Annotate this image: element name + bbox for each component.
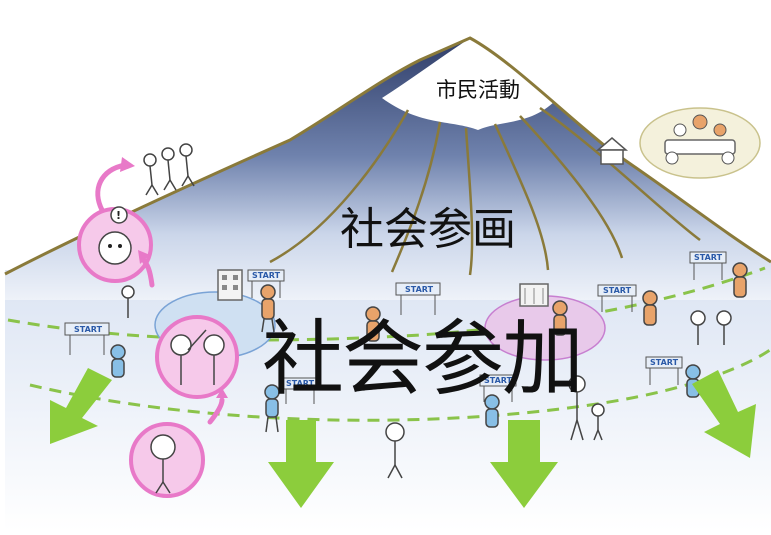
start-sign-label: START bbox=[603, 286, 632, 295]
arrow-head bbox=[138, 250, 150, 264]
mountain-trails bbox=[269, 106, 701, 276]
label-civic-activity: 市民活動 bbox=[436, 78, 520, 102]
label-social-engagement: 社会参画 bbox=[340, 204, 516, 255]
person-icon bbox=[110, 344, 126, 378]
progression-circles: ! bbox=[77, 157, 239, 498]
arrow-head bbox=[216, 388, 228, 398]
person-icon bbox=[143, 153, 159, 196]
mountain-ridge bbox=[4, 36, 771, 276]
start-sign-icon: START START START START START START STAR… bbox=[64, 251, 727, 404]
start-sign-label: START bbox=[74, 325, 103, 334]
arrow-curve-up-icon bbox=[95, 162, 128, 213]
person-icon bbox=[642, 290, 658, 326]
meeting-table-icon bbox=[664, 114, 736, 165]
person-icon bbox=[385, 422, 405, 479]
pink-circle-middle bbox=[155, 315, 239, 399]
arrow-down-icon bbox=[268, 420, 334, 508]
pink-circle-bottom bbox=[129, 422, 205, 498]
start-sign-label: START bbox=[694, 253, 723, 262]
arrow-down-icon bbox=[50, 368, 112, 444]
exclamation-icon: ! bbox=[110, 206, 128, 224]
label-social-participation: 社会参加 bbox=[262, 312, 584, 407]
person-icon bbox=[716, 310, 732, 345]
person-icon bbox=[568, 375, 586, 441]
person-icon bbox=[591, 403, 605, 441]
mountain-snowcap bbox=[382, 38, 556, 130]
person-icon bbox=[161, 147, 177, 191]
start-sign-label: START bbox=[650, 358, 679, 367]
mountain bbox=[5, 38, 771, 300]
arrow-curve-up-icon bbox=[207, 397, 225, 425]
arrow-down-icon bbox=[490, 420, 558, 508]
person-icon bbox=[552, 300, 568, 336]
building-icon bbox=[217, 269, 243, 301]
start-sign-label: START bbox=[252, 271, 281, 280]
person-icon bbox=[121, 285, 135, 318]
start-sign-label: START bbox=[405, 285, 434, 294]
person-icon bbox=[732, 262, 748, 298]
start-sign-label: START bbox=[484, 376, 513, 385]
pink-circle-top: ! bbox=[77, 206, 153, 283]
green-arrows bbox=[50, 368, 756, 508]
arrow-down-icon bbox=[692, 370, 756, 458]
building-icon bbox=[519, 283, 549, 307]
person-icon bbox=[690, 310, 706, 345]
house-icon bbox=[595, 137, 629, 165]
person-icon bbox=[365, 306, 381, 342]
person-icon bbox=[484, 394, 500, 428]
arrow-head bbox=[120, 157, 135, 172]
start-sign-label: START bbox=[286, 379, 315, 388]
people-figures bbox=[110, 143, 748, 479]
svg-text:!: ! bbox=[116, 209, 121, 222]
person-icon bbox=[264, 384, 280, 433]
person-icon bbox=[260, 284, 276, 333]
person-icon bbox=[179, 143, 195, 187]
dashed-path-upper bbox=[7, 266, 766, 342]
